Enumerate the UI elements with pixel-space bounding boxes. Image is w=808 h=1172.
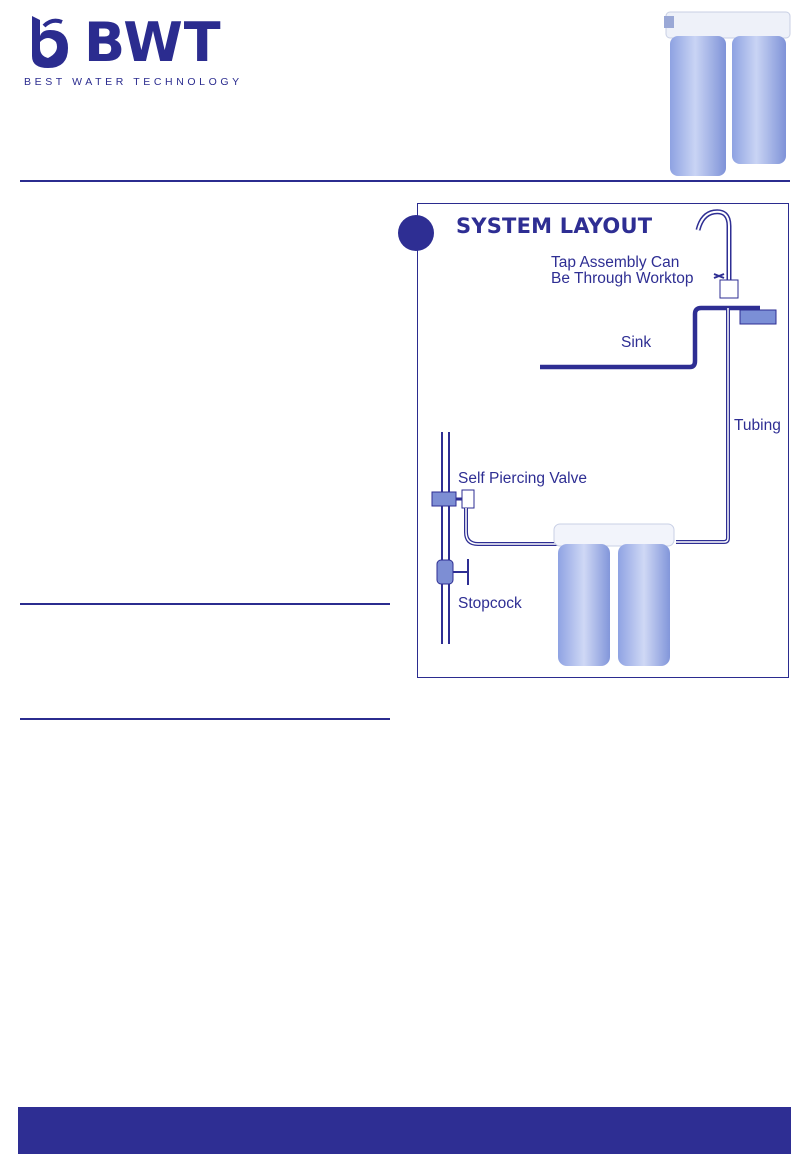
tap-body-icon [719, 279, 739, 299]
footer-bar [18, 1107, 791, 1154]
bwt-logo-mark-icon [32, 16, 68, 68]
label-tap-assembly-line2: Be Through Worktop [551, 270, 694, 287]
logo-wordmark: BWT [84, 11, 222, 74]
filter-housing-right [618, 544, 670, 666]
tubing-line [676, 308, 730, 544]
header-divider [20, 180, 790, 182]
plumbing-diagram [431, 209, 777, 666]
bwt-logo: BWT BEST WATER TECHNOLOGY [18, 11, 239, 92]
label-self-piercing-valve: Self Piercing Valve [458, 470, 587, 487]
label-tap-assembly-line1: Tap Assembly Can [551, 254, 680, 271]
worktop-block [739, 309, 777, 325]
system-layout-panel: SYSTEM LAYOUT Tap Assembly Can Be Throug… [417, 203, 789, 678]
filter-housing-left [558, 544, 610, 666]
label-stopcock: Stopcock [458, 595, 522, 612]
section-divider [20, 603, 390, 605]
section-divider [20, 718, 390, 720]
step-marker-dot [398, 215, 434, 251]
self-piercing-valve-icon [431, 491, 457, 507]
label-tubing: Tubing [734, 417, 781, 434]
system-layout-title: SYSTEM LAYOUT [456, 214, 653, 238]
sink-outline [540, 305, 760, 370]
twin-filter-product-image [664, 11, 791, 176]
stopcock-icon [436, 559, 454, 585]
logo-tagline: BEST WATER TECHNOLOGY [24, 76, 243, 88]
label-sink: Sink [621, 334, 652, 351]
filter-head [553, 523, 675, 547]
